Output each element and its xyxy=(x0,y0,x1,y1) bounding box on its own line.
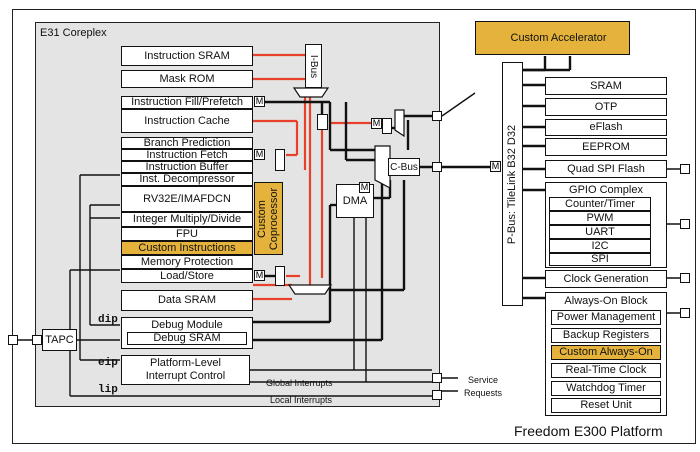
cbus-block: C-Bus xyxy=(388,158,420,176)
gpio-out-port xyxy=(680,219,690,229)
always-on-item: Watchdog Timer xyxy=(551,381,661,396)
always-on-item: Backup Registers xyxy=(551,328,661,343)
debug-sram-block: Debug SRAM xyxy=(127,332,247,345)
platform-frame xyxy=(12,9,696,444)
qspi-out-port xyxy=(680,164,690,174)
otp-block: OTP xyxy=(545,98,667,116)
pbus-label: P-Bus: TileLink B32 D32 xyxy=(506,124,519,244)
always-on-out-port xyxy=(680,308,690,318)
instruction-fetch-block: Instruction Fetch xyxy=(121,149,253,161)
fpu-block: FPU xyxy=(121,227,253,241)
fetch-m-port: M xyxy=(254,149,265,160)
custom-coprocessor-label: Custom Coprocessor xyxy=(256,187,281,250)
always-on-label: Always-On Block xyxy=(564,295,648,307)
gpio-item: PWM xyxy=(549,211,651,225)
integer-multiply-divide-block: Integer Multiply/Divide xyxy=(121,212,253,227)
ibus-block: I-Bus xyxy=(305,44,322,88)
plic-block: Platform-Level Interrupt Control xyxy=(121,355,250,385)
cbus-m-port: M xyxy=(371,118,382,129)
global-int-port xyxy=(432,373,442,383)
gpio-item: UART xyxy=(549,225,651,239)
always-on-item: Real-Time Clock xyxy=(551,363,661,378)
clock-out-port xyxy=(680,273,690,283)
jtag-port-a xyxy=(8,335,18,345)
fetch-register xyxy=(275,149,285,171)
gpio-complex-label: GPIO Complex xyxy=(569,184,643,196)
always-on-item: Reset Unit xyxy=(551,398,661,413)
gpio-item: I2C xyxy=(549,239,651,253)
dip-label: dip xyxy=(98,314,118,326)
service-requests-label: Service Requests xyxy=(463,375,503,398)
instruction-buffer-block: Instruction Buffer xyxy=(121,161,253,173)
pbus-m-port: M xyxy=(490,161,501,172)
pbus-block: P-Bus: TileLink B32 D32 xyxy=(502,62,523,306)
branch-prediction-block: Branch Prediction xyxy=(121,137,253,149)
prefetch-m-port: M xyxy=(254,96,265,107)
platform-title: Freedom E300 Platform xyxy=(514,423,663,439)
quad-spi-flash-block: Quad SPI Flash xyxy=(545,160,667,178)
lip-label: lip xyxy=(98,384,118,396)
cbus-pbus-port xyxy=(432,162,442,172)
instruction-fill-prefetch-block: Instruction Fill/Prefetch xyxy=(121,96,253,109)
global-interrupts-label: Global Interrupts xyxy=(266,378,333,388)
cbus-out-port xyxy=(432,111,442,121)
custom-instructions-block: Custom Instructions xyxy=(121,241,253,255)
eeprom-block: EEPROM xyxy=(545,138,667,156)
clock-generation-block: Clock Generation xyxy=(545,270,667,288)
loadstore-register xyxy=(275,266,285,286)
custom-coprocessor-block: Custom Coprocessor xyxy=(254,182,283,255)
tapc-block: TAPC xyxy=(42,329,77,351)
jtag-port-b xyxy=(32,335,42,345)
gpio-item: SPI xyxy=(549,253,651,266)
ibus-label: I-Bus xyxy=(308,54,319,78)
debug-module-label: Debug Module xyxy=(151,319,223,331)
data-sram-block: Data SRAM xyxy=(121,290,253,311)
loadstore-m-port: M xyxy=(254,270,265,281)
rv32-block: RV32E/IMAFDCN xyxy=(121,186,253,212)
inst-decompressor-block: Inst. Decompressor xyxy=(121,173,253,186)
instruction-sram-block: Instruction SRAM xyxy=(121,46,253,66)
cbus-upper-register xyxy=(382,118,392,134)
local-interrupts-label: Local Interrupts xyxy=(270,395,333,405)
coreplex-title: E31 Coreplex xyxy=(40,27,107,39)
eip-label: eip xyxy=(98,357,118,369)
eflash-block: eFlash xyxy=(545,119,667,136)
load-store-block: Load/Store xyxy=(121,269,253,283)
mask-rom-block: Mask ROM xyxy=(121,70,253,88)
instruction-cache-block: Instruction Cache xyxy=(121,109,253,133)
always-on-item: Custom Always-On xyxy=(551,345,661,360)
plic-label: Platform-Level Interrupt Control xyxy=(145,357,226,382)
local-int-port xyxy=(432,390,442,400)
sram-block: SRAM xyxy=(545,77,667,95)
always-on-item: Power Management xyxy=(551,310,661,325)
cbus-register xyxy=(317,114,328,130)
gpio-item: Counter/Timer xyxy=(549,197,651,211)
memory-protection-block: Memory Protection xyxy=(121,255,253,269)
custom-accelerator-block: Custom Accelerator xyxy=(475,21,630,55)
dma-m-port: M xyxy=(359,182,370,193)
